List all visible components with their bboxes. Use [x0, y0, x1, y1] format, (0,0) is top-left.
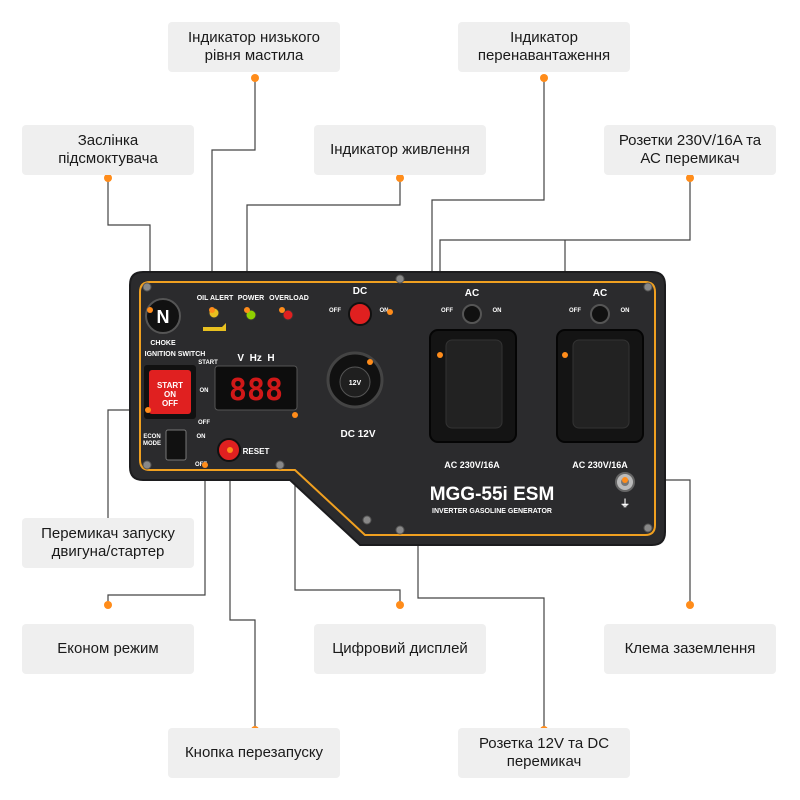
ignition-switch-label: IGNITION SWITCH [145, 351, 206, 358]
ac1-label: AC [465, 288, 479, 299]
ac1-on-label: ON [493, 308, 502, 314]
callout-low-oil: Індикатор низького рівня мастила [168, 22, 340, 72]
callout-overload: Індикатор перенавантаження [458, 22, 630, 72]
ign-btn-start: START [157, 381, 183, 390]
ac1-cover [445, 339, 503, 429]
oil-can-icon [203, 323, 226, 331]
ac2-off-label: OFF [569, 308, 581, 314]
callout-display: Цифровий дисплей [314, 624, 486, 674]
oil-alert-label: OIL ALERT [197, 295, 234, 302]
display-units-label: V Hz H [237, 353, 274, 364]
display-digits: 888 [229, 373, 283, 408]
econ-on-label: ON [197, 434, 206, 440]
panel-screws [142, 274, 653, 535]
ac2-on-label: ON [621, 308, 630, 314]
ac2-cover [572, 339, 630, 429]
ign-on-label: ON [200, 388, 209, 394]
digital-display [214, 365, 298, 411]
ac2-switch[interactable] [590, 304, 610, 324]
callout-ignition: Перемикач запуску двигуна/стартер [22, 518, 194, 568]
ac1-rating: AC 230V/16A [444, 460, 500, 470]
dc-socket-12v: 12V [349, 380, 362, 387]
choke-n-icon: N [157, 307, 170, 327]
choke-label: CHOKE [150, 340, 176, 347]
ground-symbol-icon: ⏚ [620, 498, 630, 510]
overload-lamp [282, 309, 294, 321]
dc-label: DC [353, 286, 367, 297]
callout-reset: Кнопка перезапуску [168, 728, 340, 778]
callout-econ: Економ режим [22, 624, 194, 674]
choke-knob[interactable] [145, 298, 181, 334]
econ-off-label: OFF [195, 462, 207, 468]
ign-start-label: START [198, 360, 218, 366]
ign-btn-on: ON [164, 390, 176, 399]
overload-label: OVERLOAD [269, 295, 309, 302]
ac1-switch[interactable] [462, 304, 482, 324]
model-name: MGG-55i ESM [430, 484, 555, 505]
dc-socket-inner [339, 366, 371, 398]
model-subtitle: INVERTER GASOLINE GENERATOR [432, 508, 552, 515]
dc-on-label: ON [380, 308, 389, 314]
callout-power: Індикатор живлення [314, 125, 486, 175]
ign-btn-off: OFF [162, 399, 178, 408]
callout-sockets: Розетки 230V/16A та АС перемикач [604, 125, 776, 175]
ac2-rating: AC 230V/16A [572, 460, 628, 470]
ac2-label: AC [593, 288, 607, 299]
reset-label: RESET [243, 447, 270, 456]
econ-label-2: MODE [143, 441, 161, 447]
control-panel [129, 271, 666, 546]
econ-mode-switch[interactable] [165, 429, 187, 461]
ignition-switch[interactable] [149, 370, 191, 414]
panel-trim [139, 281, 656, 536]
econ-label-1: ECON [143, 434, 160, 440]
dc-off-label: OFF [329, 308, 341, 314]
callout-dc: Розетка 12V та DC перемикач [458, 728, 630, 778]
callout-choke: Заслінка підсмоктувача [22, 125, 194, 175]
ac1-off-label: OFF [441, 308, 453, 314]
ign-off-label: OFF [198, 420, 210, 426]
dc-12v-label: DC 12V [340, 429, 375, 440]
power-label: POWER [238, 295, 264, 302]
dc-switch-button[interactable] [348, 302, 372, 326]
callout-ground: Клема заземлення [604, 624, 776, 674]
